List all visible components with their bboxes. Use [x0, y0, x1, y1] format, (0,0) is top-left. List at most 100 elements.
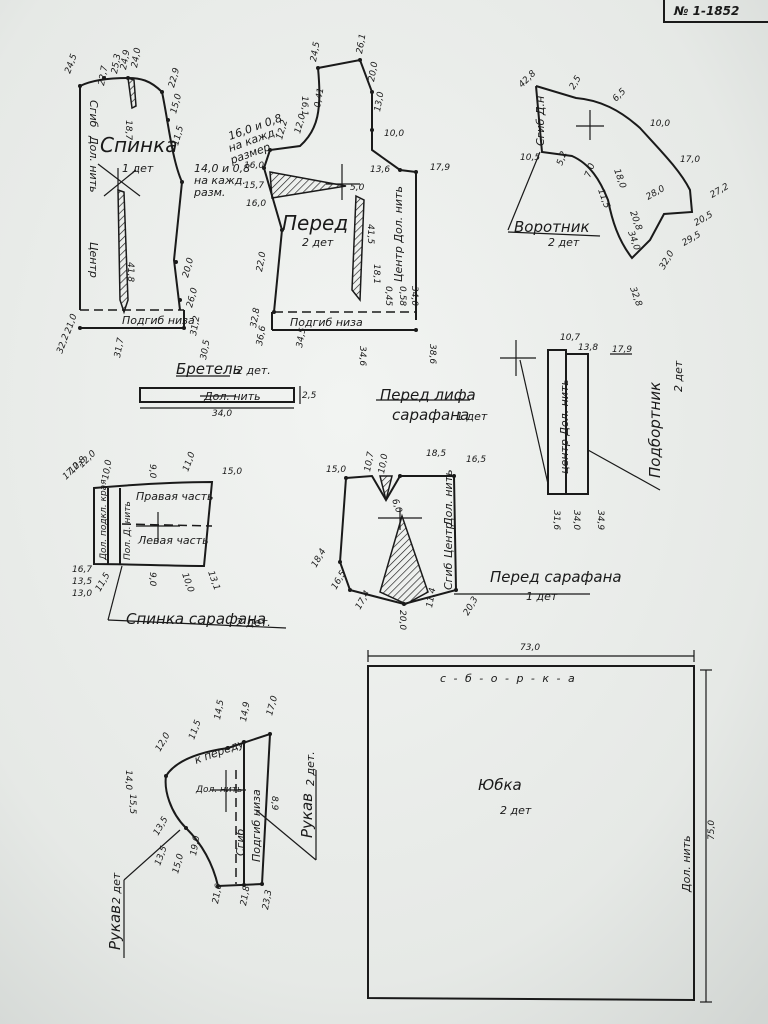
sleeve-m11: 19,0 — [189, 835, 202, 857]
sleeve-grain: Дол. нить — [195, 785, 242, 795]
collar-m8: 7,0 — [583, 162, 597, 179]
collar-m6: 10,5 — [520, 153, 540, 163]
front-m17: 22,0 — [255, 251, 268, 273]
facing-m5: 34,9 — [595, 510, 605, 530]
strap-grain: Дол. нить — [203, 390, 261, 403]
sheet-number: № 1-1852 — [673, 4, 739, 18]
back-note3: разм. — [193, 186, 225, 199]
back-m5: 18,7 — [123, 120, 133, 140]
piece-facing: Подбортник 2 дет центр Дол. нить 10,7 13… — [500, 333, 685, 530]
sundress-back-m4: 9,0 — [147, 464, 157, 479]
front-m19: 0,58 — [397, 286, 407, 306]
skirt-gather: с - б - о - р - к - а — [440, 672, 577, 685]
back-m12: 31,2 — [189, 315, 202, 337]
bodice-front-measurements: 15,0 10,7 10,0 18,5 16,5 6,0 18,4 16,5 1… — [310, 449, 486, 630]
sleeve-marks — [164, 732, 272, 888]
sleeve-m5: 14,0 — [123, 770, 133, 790]
sundress-back-m9: 13,0 — [72, 589, 92, 599]
back-note1: 14,0 и 0,8 — [194, 162, 250, 175]
front-m20: 34,0 — [409, 286, 419, 306]
strap-count: 2 дет. — [236, 364, 271, 377]
front-m15: 41,5 — [365, 224, 375, 244]
sundress-front-count: 1 дет — [526, 590, 558, 603]
back-m15: 31,7 — [113, 337, 126, 359]
back-fold: Сгиб — [87, 100, 100, 128]
skirt-height: 75,0 — [707, 820, 717, 840]
front-m23: 34,5 — [295, 327, 308, 349]
sleeve-fold: Сгиб — [234, 828, 247, 856]
collar-m4: 17,0 — [680, 155, 700, 165]
sleeve-hem: Подгиб низа — [250, 789, 263, 862]
back-m4: 24,0 — [130, 47, 143, 69]
sleeve-m14: 23,3 — [261, 889, 274, 911]
facing-title: Подбортник — [646, 382, 664, 478]
front-m12: 5,0 — [350, 183, 365, 193]
front-marks — [262, 58, 418, 332]
sundress-back-count: 2 дет. — [236, 616, 271, 629]
bodice-front-grain: Дол. нить — [442, 469, 455, 527]
sundress-back-left: Левая часть — [137, 534, 209, 547]
sundress-back-m6: 15,0 — [222, 467, 242, 477]
bodice-front-m9: 20,0 — [397, 610, 407, 630]
sleeve-count: 2 дет. — [304, 751, 317, 786]
facing-grain: центр Дол. нить — [558, 379, 571, 474]
front-m14: 17,9 — [430, 163, 450, 173]
sheet-number-box: № 1-1852 — [663, 0, 768, 23]
bodice-front-m0: 15,0 — [326, 465, 346, 475]
sleeve-m7: 8,9 — [269, 796, 279, 811]
piece-back: Спинка 1 дет Сгиб Дол. нить Центр Подгиб… — [55, 47, 250, 361]
front-m1: 26,1 — [355, 33, 368, 54]
bodice-front-m1: 10,7 — [363, 451, 376, 473]
front-m10: 15,7 — [244, 181, 264, 191]
sundress-back-title: Спинка сарафана — [126, 610, 266, 628]
sundress-front-title: Перед сарафана — [490, 568, 622, 586]
bodice-front-m5: 6,0 — [389, 498, 403, 515]
bodice-front-marks — [338, 474, 458, 606]
front-m2: 20,0 — [367, 61, 380, 83]
bodice-front-fold: Сгиб — [442, 562, 455, 590]
sleeve-m1: 14,9 — [239, 701, 252, 723]
skirt-title: Юбка — [478, 776, 522, 794]
sleeve-m12: 21,6 — [211, 883, 224, 905]
sundress-back-right: Правая часть — [136, 490, 214, 503]
back-note2: на кажд. — [194, 174, 246, 187]
front-m0: 24,5 — [309, 41, 322, 63]
sundress-back-m7: 16,7 — [72, 565, 92, 575]
back-m3: 24,9 — [119, 49, 132, 71]
collar-fold: Сгиб Д.н — [534, 96, 547, 146]
collar-m3: 10,0 — [650, 119, 670, 129]
piece-front: Перед 2 дет Центр Дол. нить Подгиб низа … — [227, 33, 451, 366]
facing-measurements: 10,7 13,8 17,9 31,6 34,0 34,9 — [551, 333, 632, 530]
back-title: Спинка — [100, 133, 177, 157]
front-m24: 34,6 — [357, 346, 367, 366]
sundress-back-m11: 9,0 — [147, 572, 157, 587]
back-hem: Подгиб низа — [122, 314, 195, 327]
bodice-front-m2: 10,0 — [377, 453, 390, 475]
skirt-count: 2 дет — [500, 804, 532, 817]
front-m11: 16,0 — [246, 199, 266, 209]
skirt-width: 73,0 — [520, 643, 540, 653]
back-m9: 41,8 — [125, 262, 135, 282]
collar-title: Воротник — [514, 218, 590, 236]
front-measurements: 24,5 26,1 20,0 16,1 0,41 12,2 12,0 13,0 … — [244, 33, 450, 366]
sleeve-count2: 2 дет — [110, 872, 123, 904]
back-center: Центр — [87, 242, 100, 278]
strap-width: 2,5 — [302, 391, 317, 401]
back-count: 1 дет — [122, 162, 154, 175]
label-sundress-front: Перед сарафана 1 дет — [454, 568, 622, 603]
front-m4: 0,41 — [313, 87, 326, 108]
facing-count: 2 дет — [672, 360, 685, 392]
sleeve-m13: 21,8 — [239, 885, 252, 907]
front-m21: 32,8 — [249, 307, 262, 329]
bodice-front-m10: 11,4 — [425, 587, 438, 609]
front-m3: 16,1 — [299, 96, 309, 116]
bodice-front-title: Перед лифа — [380, 386, 476, 404]
facing-m0: 10,7 — [560, 333, 580, 343]
front-grain: Центр Дол. нить — [392, 186, 405, 282]
skirt-grain: Дол. нить — [680, 835, 693, 893]
facing-m4: 34,0 — [571, 510, 581, 530]
strap-title: Бретель — [176, 360, 241, 378]
front-m9: 16,0 — [244, 161, 264, 171]
